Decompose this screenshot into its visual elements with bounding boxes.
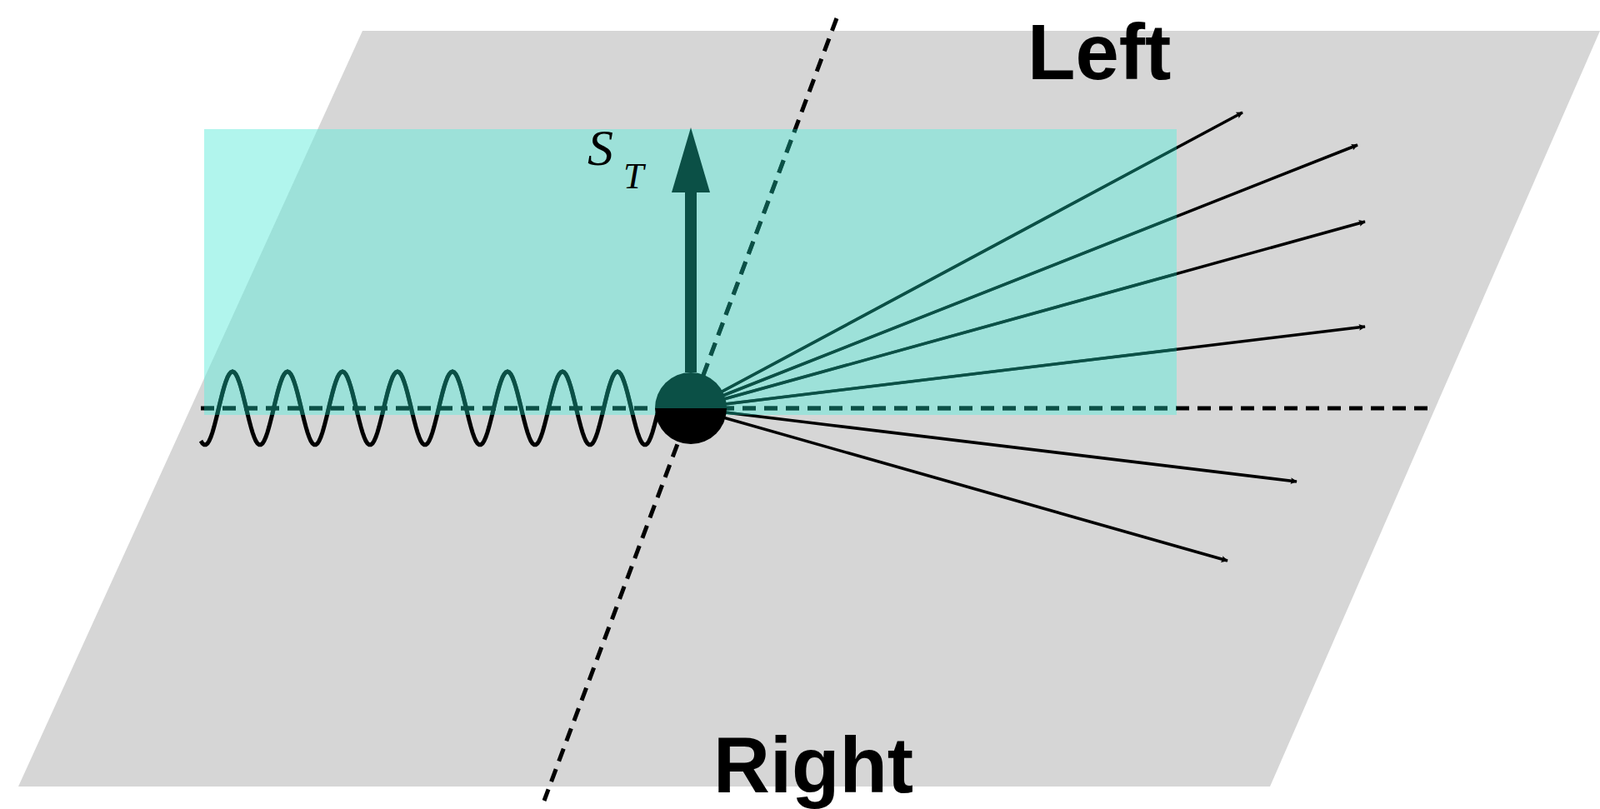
spin-subscript: T — [623, 158, 644, 195]
region-label: Left — [1027, 13, 1171, 92]
hadron-track — [690, 408, 1228, 561]
spin-head — [671, 127, 710, 193]
hadron-track — [690, 326, 1177, 409]
scattering-plane — [18, 30, 1600, 787]
spin-shaft — [685, 187, 697, 373]
hadron-track — [690, 129, 1177, 409]
target-top — [655, 372, 727, 409]
normal-axis — [544, 129, 837, 415]
target-bottom — [655, 408, 727, 445]
spin-symbol: S — [587, 121, 614, 174]
black-lines — [200, 18, 1434, 801]
region-label: Right — [713, 726, 914, 805]
hadron-track — [690, 408, 1177, 415]
teal-lines — [204, 129, 1177, 415]
hadron-track — [690, 145, 1177, 409]
hadron-track — [690, 221, 1177, 409]
photon-wave — [204, 371, 658, 415]
hadron-track — [690, 408, 1297, 482]
hadron-track — [690, 408, 1177, 415]
